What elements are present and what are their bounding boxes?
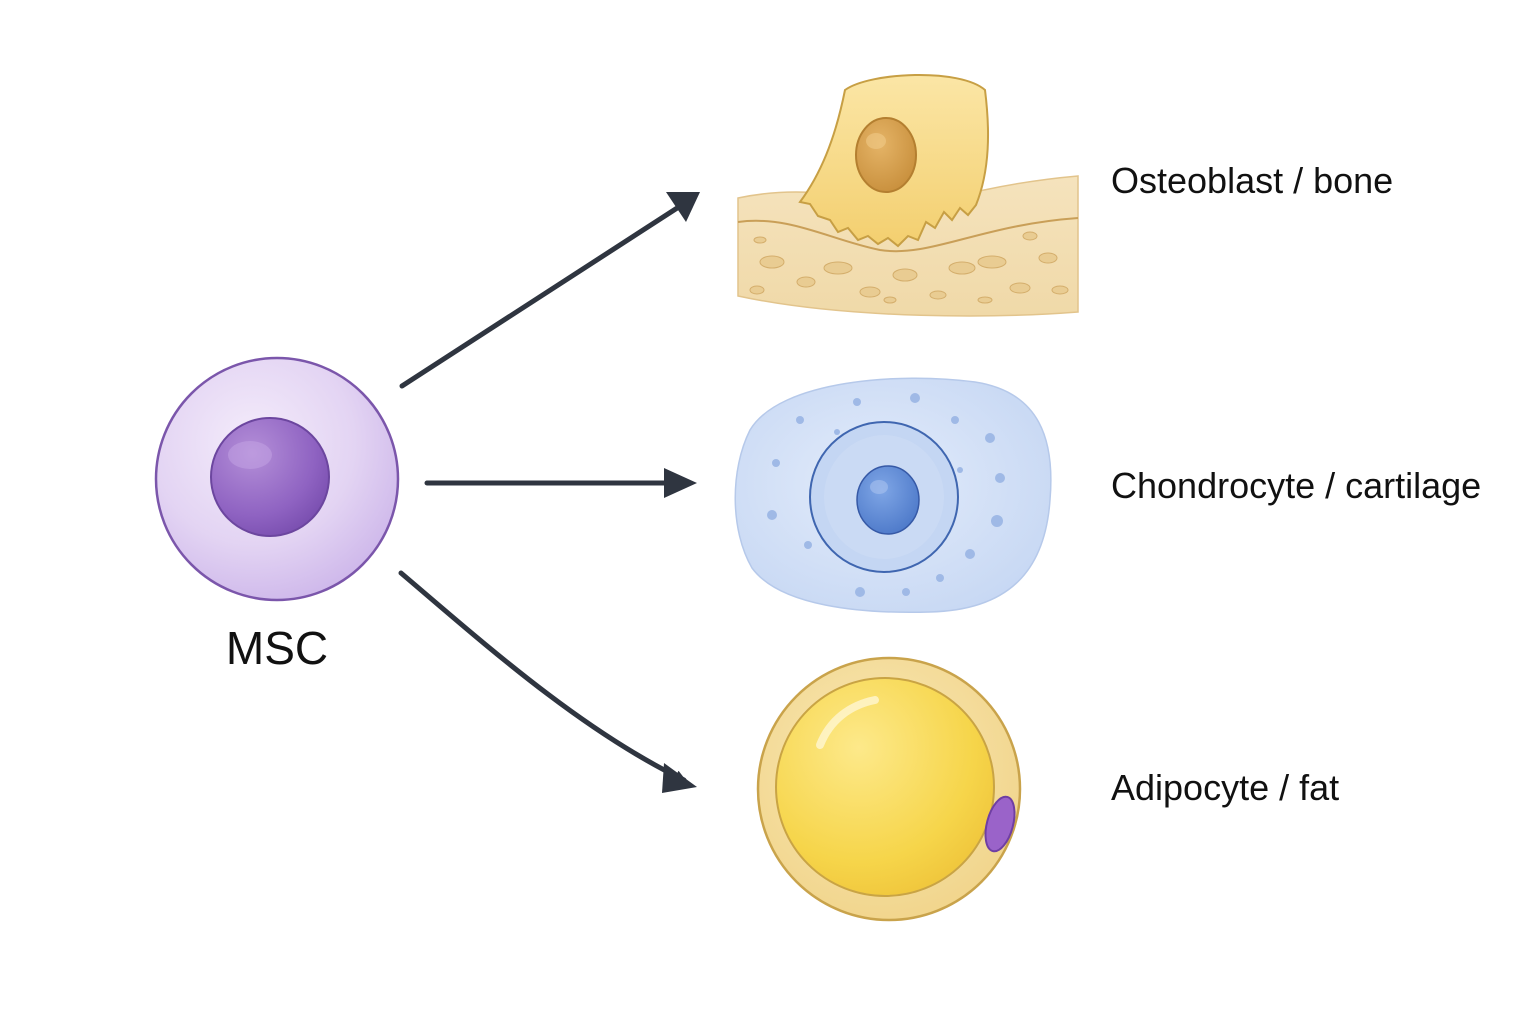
arrow-heads [662,192,700,793]
arrow-to-osteoblast [399,198,691,389]
chondrocyte-label: Chondrocyte / cartilage [1111,465,1481,506]
msc-cell-icon [154,356,400,602]
osteoblast-bone-icon [737,73,1079,317]
msc-label: MSC [226,622,328,674]
adipocyte-label: Adipocyte / fat [1111,767,1339,808]
chondrocyte-cartilage-icon [734,377,1052,614]
adipocyte-fat-icon [756,656,1022,922]
arrow-to-adipocyte [398,570,687,783]
osteoblast-label: Osteoblast / bone [1111,160,1393,201]
differentiation-arrows [398,198,691,783]
